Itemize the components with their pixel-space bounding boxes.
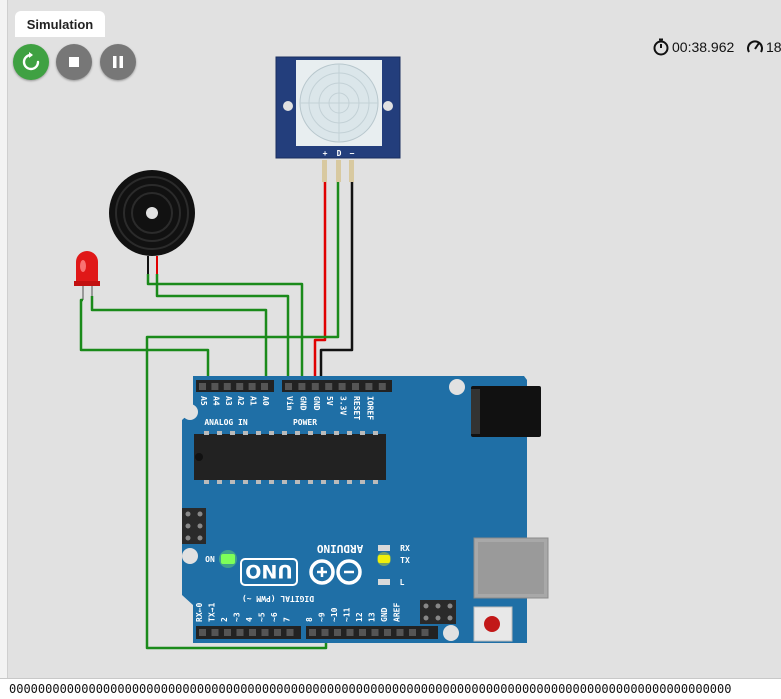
tx-label: TX [400, 556, 410, 565]
tab-simulation[interactable]: Simulation [15, 11, 105, 37]
red-led[interactable] [74, 251, 100, 300]
power-pin-label-1: GND [298, 396, 307, 411]
stop-icon [69, 57, 79, 67]
speed-value: 18 [766, 39, 781, 55]
left-panel-edge [0, 0, 8, 699]
dc-jack [471, 386, 541, 437]
tx-led [378, 555, 390, 563]
timer-value: 00:38.962 [672, 39, 735, 55]
digital-pin-label-8: 8 [305, 617, 314, 622]
digital-pin-label-7: 7 [283, 617, 292, 622]
pir-sensor[interactable]: + D − [275, 56, 401, 182]
digital-pin-label-3: ~3 [233, 612, 242, 622]
digital-pin-label-2: 2 [220, 617, 229, 622]
speedometer-icon [747, 40, 763, 53]
analog-pin-label-5: A0 [261, 396, 270, 406]
on-led [221, 554, 235, 564]
stopwatch-icon [653, 38, 669, 56]
l-led-label: L [400, 578, 405, 587]
model-label: UNO [245, 560, 292, 582]
digital-pin-label-13: 13 [368, 612, 377, 622]
icsp-header-left [182, 508, 206, 544]
arduino-logo: ARDUINO [309, 542, 363, 585]
serial-monitor-output: 0000000000000000000000000000000000000000… [0, 678, 781, 699]
circuit-canvas[interactable]: + D − [0, 0, 781, 678]
analog-pin-label-3: A2 [236, 396, 245, 406]
buzzer[interactable] [109, 170, 195, 274]
restart-button[interactable] [13, 44, 49, 80]
restart-icon [22, 52, 40, 71]
atmega-chip [194, 431, 386, 484]
digital-pin-label-9: ~9 [318, 612, 327, 622]
simulation-speed: 18 [746, 38, 781, 56]
pause-button[interactable] [100, 44, 136, 80]
digital-pin-label-1: TX→1 [208, 603, 217, 622]
digital-pin-label-11: ~11 [343, 607, 352, 622]
power-pin-label-3: 5V [325, 396, 334, 406]
analog-pin-label-1: A4 [211, 396, 220, 406]
power-pin-label-6: IOREF [365, 396, 374, 420]
power-label: POWER [293, 418, 317, 427]
digital-pin-label-15: AREF [393, 603, 402, 622]
digital-pin-label-5: ~5 [258, 612, 267, 622]
digital-pin-label-14: GND [380, 607, 389, 622]
power-pin-label-4: 3.3V [339, 396, 348, 415]
power-pin-label-2: GND [312, 396, 321, 411]
rx-label: RX [400, 544, 410, 553]
reset-button[interactable] [473, 606, 513, 642]
digital-pin-label-4: 4 [245, 617, 254, 622]
pir-pin-gnd-label: − [350, 149, 355, 158]
analog-pin-label-0: A5 [199, 396, 208, 406]
analog-in-label: ANALOG IN [204, 418, 248, 427]
icsp-header-top [420, 600, 456, 624]
simulation-timer: 00:38.962 [652, 38, 734, 56]
wires [79, 182, 354, 650]
digital-pin-label-0: RX←0 [195, 603, 204, 622]
pause-icon [113, 56, 123, 68]
power-header [282, 380, 392, 392]
analog-pin-label-2: A3 [224, 396, 233, 406]
stop-button[interactable] [56, 44, 92, 80]
pir-pin-out-label: D [337, 149, 342, 158]
digital-pin-label-12: 12 [355, 612, 364, 622]
digital-pin-label-6: ~6 [270, 612, 279, 622]
digital-pin-label-10: ~10 [330, 607, 339, 622]
brand-label: ARDUINO [316, 542, 363, 555]
on-led-label: ON [205, 555, 215, 564]
power-pin-label-0: Vin [285, 396, 295, 411]
pir-pin-vcc-label: + [323, 149, 328, 158]
power-pin-label-5: RESET [352, 396, 361, 420]
digital-label: DIGITAL (PWM ~) [242, 594, 314, 603]
analog-pin-label-4: A1 [249, 396, 258, 406]
